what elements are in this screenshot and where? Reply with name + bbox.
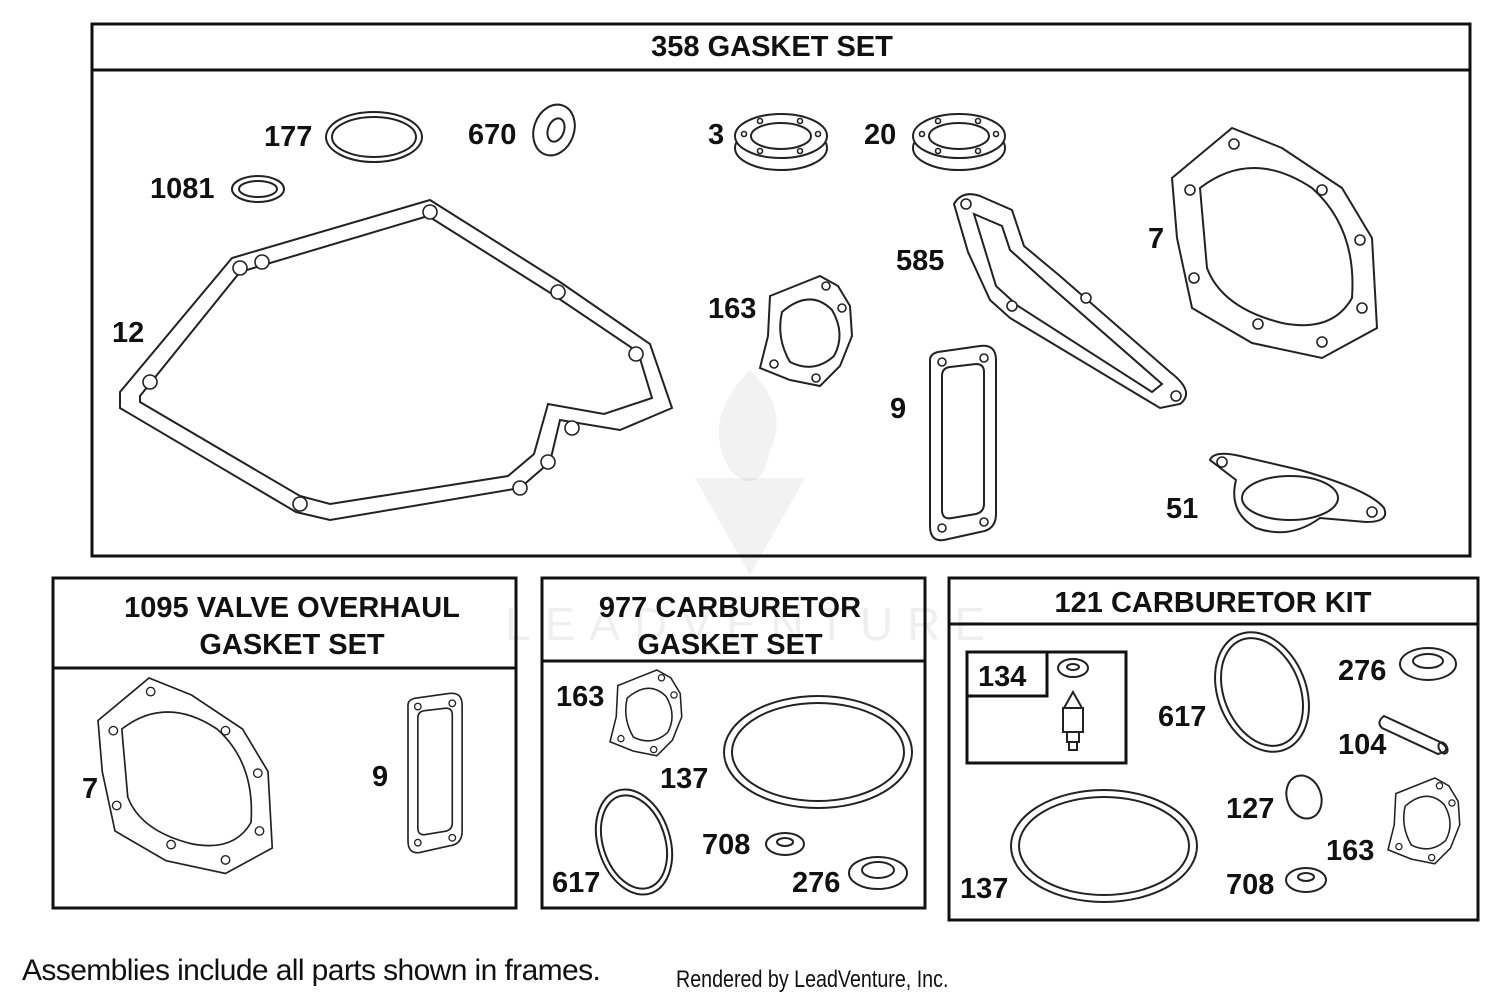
part-9 bbox=[929, 344, 997, 542]
part-20 bbox=[912, 113, 1006, 171]
part-708-carb-set bbox=[765, 832, 805, 856]
label-276-carb-set: 276 bbox=[792, 867, 840, 899]
part-585 bbox=[952, 193, 1188, 410]
label-617-carb-set: 617 bbox=[552, 867, 600, 899]
watermark-text: LEADVENTURE bbox=[505, 598, 999, 650]
label-708-carb-set: 708 bbox=[702, 829, 750, 861]
part-276-carb-kit bbox=[1399, 647, 1457, 681]
frame-title-gasket-set: 358 GASKET SET bbox=[651, 31, 893, 63]
label-51: 51 bbox=[1166, 493, 1198, 525]
part-617-carb-set bbox=[594, 788, 674, 896]
label-3: 3 bbox=[708, 119, 724, 151]
part-1081 bbox=[231, 175, 285, 203]
label-7-valve: 7 bbox=[82, 773, 98, 805]
label-137-carb-kit: 137 bbox=[960, 873, 1008, 905]
label-20: 20 bbox=[864, 119, 896, 151]
frame-gasket-set: 358 GASKET SET bbox=[90, 22, 1472, 558]
frame-valve-overhaul: 1095 VALVE OVERHAUL GASKET SET 7 9 bbox=[51, 576, 518, 910]
part-163 bbox=[759, 275, 853, 387]
part-9-valve bbox=[407, 692, 463, 854]
part-137-carb-kit bbox=[1010, 789, 1198, 903]
label-127: 127 bbox=[1226, 793, 1274, 825]
label-670: 670 bbox=[468, 119, 516, 151]
label-585: 585 bbox=[896, 245, 944, 277]
label-276-carb-kit: 276 bbox=[1338, 655, 1386, 687]
frame-carb-kit: 121 CARBURETOR KIT 134 bbox=[947, 576, 1480, 922]
part-163-carb-set bbox=[609, 669, 683, 757]
label-163-carb-set: 163 bbox=[556, 681, 604, 713]
footer-note: Assemblies include all parts shown in fr… bbox=[22, 954, 601, 987]
part-177 bbox=[325, 111, 423, 163]
part-51 bbox=[1208, 452, 1387, 534]
label-163-carb-kit: 163 bbox=[1326, 835, 1374, 867]
label-9: 9 bbox=[890, 393, 906, 425]
part-276-carb-set bbox=[848, 856, 908, 890]
label-7: 7 bbox=[1148, 223, 1164, 255]
frame-title-carb-gasket-line1: 977 CARBURETOR bbox=[599, 592, 861, 624]
part-104-pin bbox=[1378, 714, 1449, 756]
frame-carb-gasket-set: 977 CARBURETOR GASKET SET 163 137 708 61… bbox=[540, 576, 927, 910]
part-127-plug bbox=[1285, 774, 1323, 820]
part-12 bbox=[119, 198, 674, 522]
part-708-carb-kit bbox=[1285, 867, 1327, 893]
label-708-carb-kit: 708 bbox=[1226, 869, 1274, 901]
label-1081: 1081 bbox=[150, 173, 215, 205]
label-177: 177 bbox=[264, 121, 312, 153]
part-134-float-needle bbox=[1057, 658, 1089, 751]
subframe-134: 134 bbox=[965, 650, 1128, 765]
part-7-valve bbox=[97, 677, 274, 875]
part-163-carb-kit bbox=[1387, 777, 1461, 865]
frame-title-valve-overhaul-line1: 1095 VALVE OVERHAUL bbox=[124, 592, 460, 624]
part-7 bbox=[1171, 127, 1378, 359]
label-137-carb-set: 137 bbox=[660, 763, 708, 795]
label-134: 134 bbox=[978, 661, 1026, 693]
part-137-carb-set bbox=[723, 695, 913, 809]
frame-title-valve-overhaul-line2: GASKET SET bbox=[199, 629, 385, 661]
label-163: 163 bbox=[708, 293, 756, 325]
label-9-valve: 9 bbox=[372, 761, 388, 793]
part-617-carb-kit bbox=[1214, 631, 1310, 753]
frame-title-carb-kit: 121 CARBURETOR KIT bbox=[1055, 587, 1372, 619]
label-617-carb-kit: 617 bbox=[1158, 701, 1206, 733]
part-3 bbox=[734, 113, 828, 171]
footer-credit: Rendered by LeadVenture, Inc. bbox=[676, 966, 949, 993]
part-670 bbox=[532, 103, 576, 157]
label-104: 104 bbox=[1338, 729, 1386, 761]
frame-title-carb-gasket-line2: GASKET SET bbox=[637, 629, 823, 661]
watermark-logo: LEADVENTURE bbox=[505, 370, 999, 650]
label-12: 12 bbox=[112, 317, 144, 349]
